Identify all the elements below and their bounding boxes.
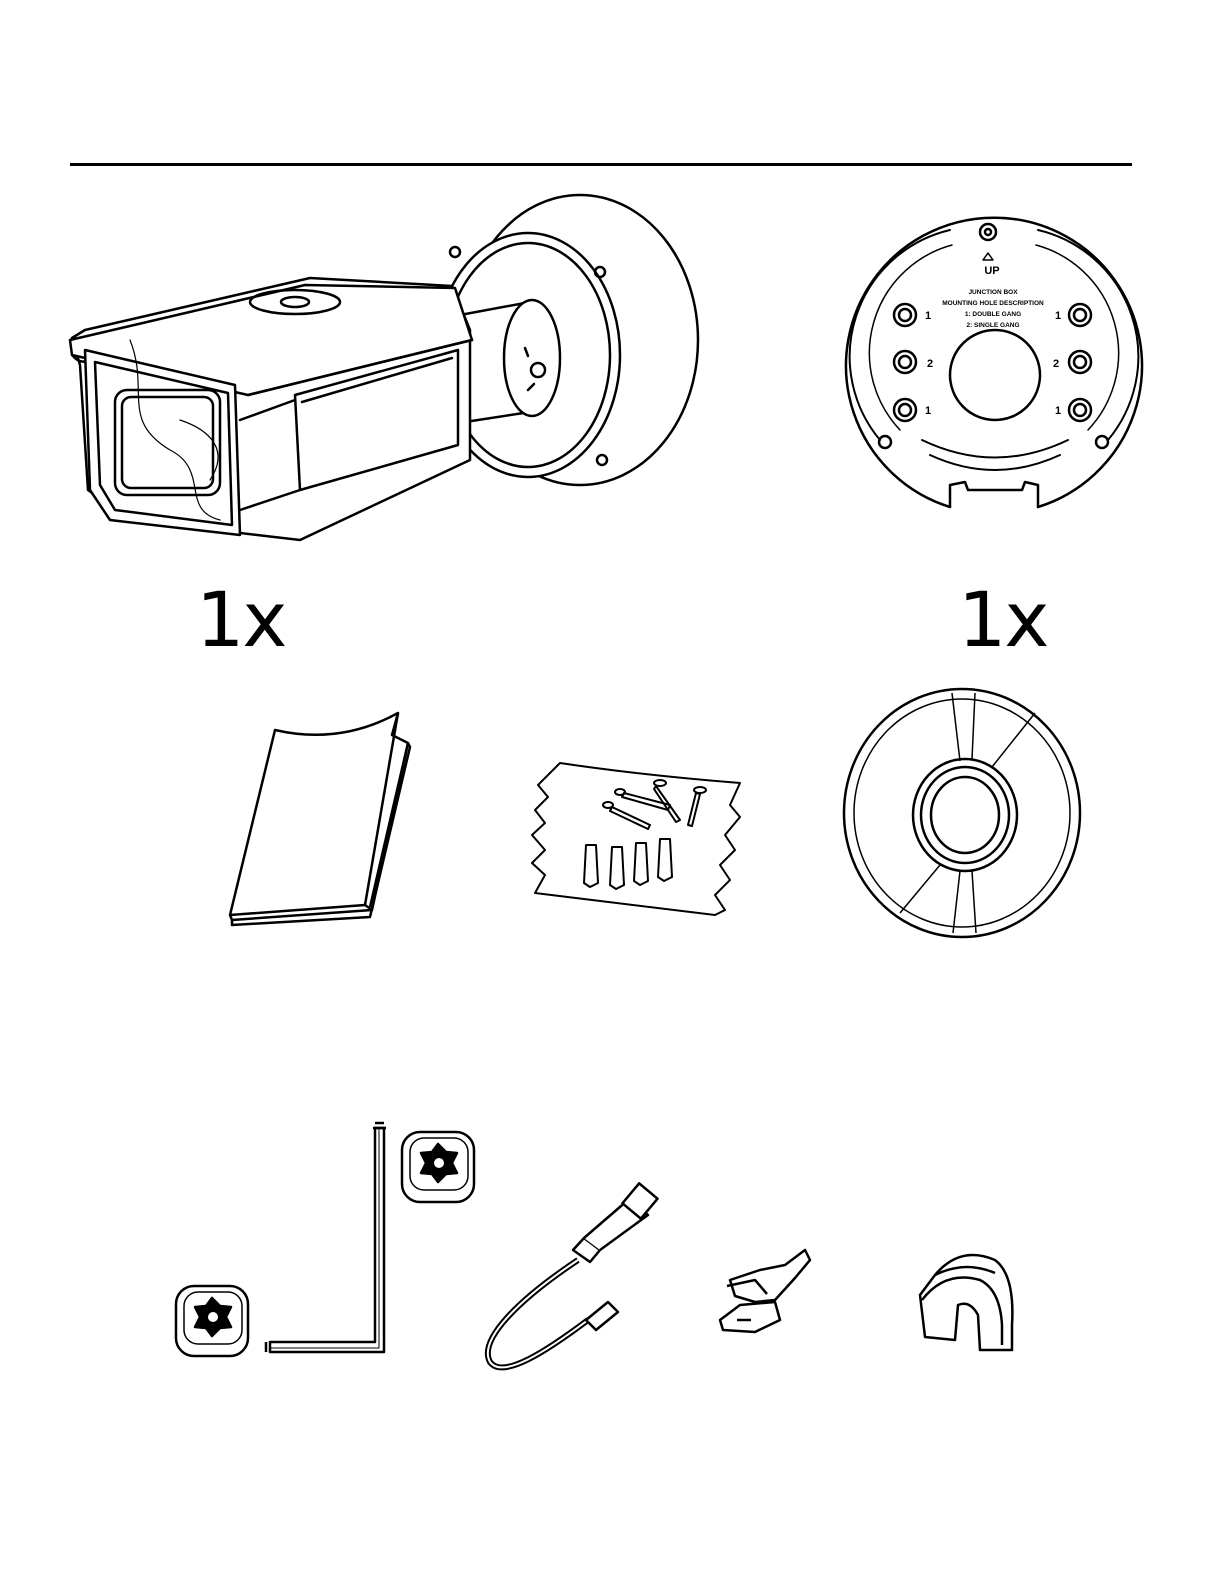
plate-title: JUNCTION BOX	[968, 289, 1018, 296]
torx-wrench-icon	[170, 1120, 480, 1365]
bullet-camera-icon	[60, 190, 710, 550]
camera-quantity: 1x	[196, 582, 285, 658]
hole-label: 1	[1055, 405, 1061, 417]
header-rule	[70, 163, 1132, 166]
booklet-icon	[220, 705, 420, 930]
drill-template-icon	[840, 685, 1085, 940]
bnc-cable-icon	[478, 1180, 668, 1375]
plate-line2: 2: SINGLE GANG	[966, 322, 1019, 329]
screw-pack-icon	[520, 755, 755, 920]
hole-label: 1	[925, 405, 931, 417]
hole-label: 2	[1053, 358, 1059, 370]
plate-line1: 1: DOUBLE GANG	[965, 311, 1021, 318]
plate-subtitle: MOUNTING HOLE DESCRIPTION	[942, 300, 1044, 307]
junction-box-plate-icon: UP JUNCTION BOX MOUNTING HOLE DESCRIPTIO…	[840, 210, 1150, 520]
hole-label: 1	[925, 310, 931, 322]
connector-clip-icon	[715, 1240, 815, 1340]
hole-label: 1	[1055, 310, 1061, 322]
cable-cap-icon	[910, 1245, 1025, 1355]
up-label: UP	[984, 265, 999, 277]
hole-label: 2	[927, 358, 933, 370]
mount-plate-quantity: 1x	[958, 582, 1047, 658]
